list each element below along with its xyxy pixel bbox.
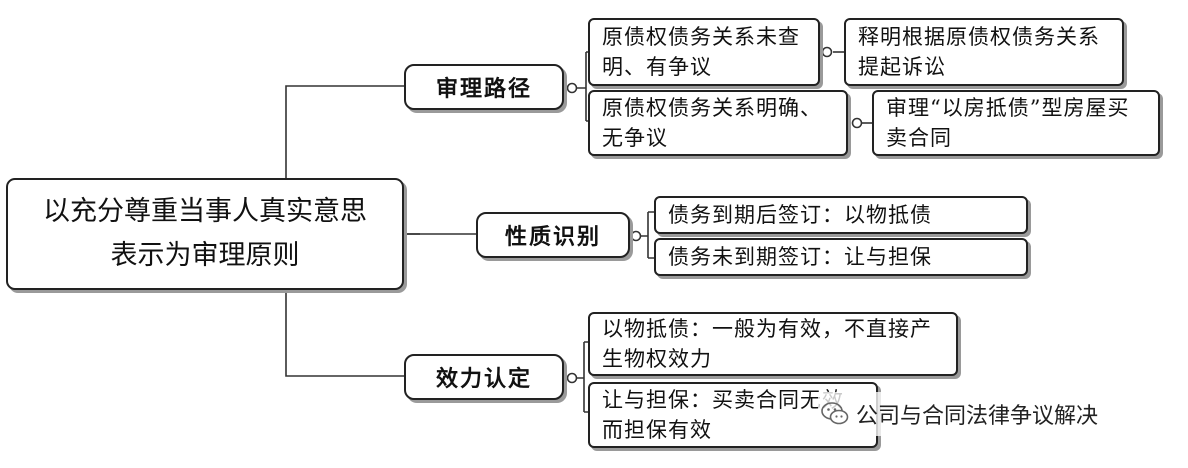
root-node[interactable]: 以充分尊重当事人真实意思表示为审理原则 bbox=[6, 178, 404, 290]
root-node-text: 以充分尊重当事人真实意思表示为审理原则 bbox=[43, 196, 367, 271]
leaf-node-text: 以物抵债：一般为有效，不直接产生物权效力 bbox=[602, 317, 932, 371]
branch-node-review-path[interactable]: 审理路径 bbox=[404, 64, 564, 110]
leaf-node-clear-debt[interactable]: 原债权债务关系明确、无争议 bbox=[588, 90, 848, 156]
leaf-node-before-maturity[interactable]: 债务未到期签订：让与担保 bbox=[654, 238, 1028, 276]
leaf-1-1-collapse-dot bbox=[821, 46, 833, 58]
leaf-node-text: 债务未到期签订：让与担保 bbox=[668, 245, 932, 269]
branch-2-fork-line bbox=[640, 211, 656, 259]
leaf-node-review-house-contract[interactable]: 审理“以房抵债”型房屋买卖合同 bbox=[872, 90, 1160, 156]
branch-node-label: 审理路径 bbox=[435, 77, 532, 102]
leaf-node-text: 让与担保：买卖合同无效而担保有效 bbox=[602, 388, 844, 442]
branch-1-collapse-dot bbox=[566, 82, 578, 94]
branch-node-label: 性质识别 bbox=[504, 225, 601, 250]
leaf-node-text: 释明根据原债权债务关系提起诉讼 bbox=[858, 25, 1100, 79]
branch-2-collapse-dot bbox=[630, 230, 642, 242]
leaf-node-text: 原债权债务关系未查明、有争议 bbox=[602, 25, 800, 79]
branch-node-label: 效力认定 bbox=[435, 367, 532, 392]
leaf-1-2-collapse-dot bbox=[851, 117, 863, 129]
leaf-node-explain-lawsuit[interactable]: 释明根据原债权债务关系提起诉讼 bbox=[844, 18, 1124, 86]
branch-node-nature-identification[interactable]: 性质识别 bbox=[476, 212, 630, 258]
leaf-node-debt-by-property[interactable]: 以物抵债：一般为有效，不直接产生物权效力 bbox=[588, 312, 958, 376]
trunk-to-branch-3-line bbox=[285, 290, 404, 377]
wechat-icon bbox=[821, 402, 849, 425]
watermark: 公司与合同法律争议解决 bbox=[818, 392, 1105, 436]
leaf-node-text: 审理“以房抵债”型房屋买卖合同 bbox=[886, 96, 1130, 150]
branch-3-collapse-dot bbox=[566, 372, 578, 384]
leaf-node-after-maturity[interactable]: 债务到期后签订：以物抵债 bbox=[654, 196, 1028, 234]
branch-node-validity-determination[interactable]: 效力认定 bbox=[404, 354, 564, 400]
leaf-node-text: 债务到期后签订：以物抵债 bbox=[668, 203, 932, 227]
leaf-node-text: 原债权债务关系明确、无争议 bbox=[602, 96, 822, 150]
branch-1-fork-line bbox=[576, 51, 590, 122]
trunk-to-branch-1-line bbox=[285, 85, 404, 178]
branch-3-fork-line bbox=[576, 341, 590, 413]
leaf-node-unclear-debt[interactable]: 原债权债务关系未查明、有争议 bbox=[588, 18, 820, 86]
watermark-text: 公司与合同法律争议解决 bbox=[856, 404, 1099, 429]
